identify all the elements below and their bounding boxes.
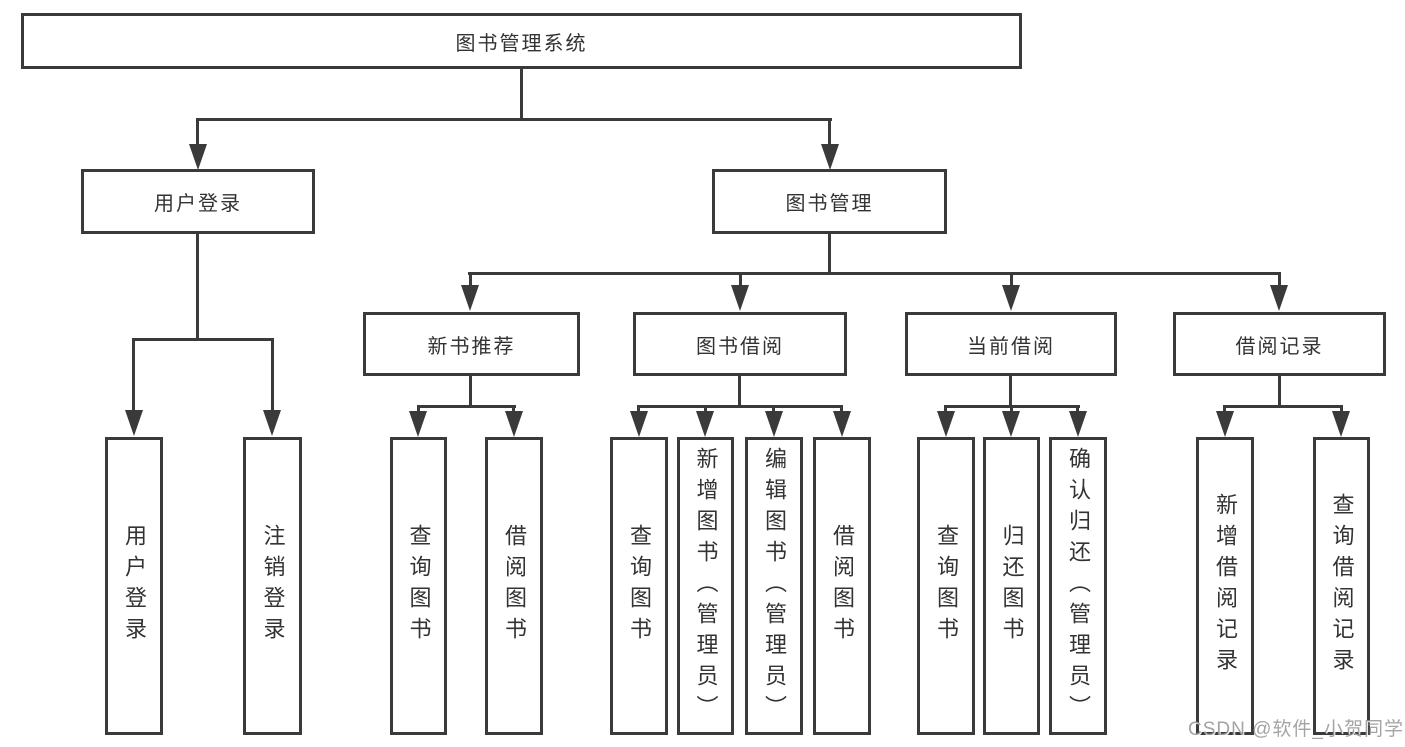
- connector-drop: [738, 376, 741, 405]
- arrow-down-icon: [696, 411, 714, 437]
- arrow-down-icon: [821, 144, 839, 170]
- node-current-borrowing-label: 当前借阅: [967, 335, 1055, 358]
- connector-leaf-stem: [840, 405, 843, 414]
- leaf-logout-label: 注销登录: [260, 524, 286, 648]
- arrow-down-icon: [189, 144, 207, 170]
- leaf-add-borrow-record: 新增借阅记录: [1196, 437, 1254, 735]
- connector-leaf-stem: [772, 405, 775, 414]
- arrow-down-icon: [833, 411, 851, 437]
- arrow-down-icon: [1002, 285, 1020, 311]
- leaf-borrow-books-recommend: 借阅图书: [485, 437, 543, 735]
- node-user-login: 用户登录: [81, 169, 315, 234]
- leaf-logout: 注销登录: [243, 437, 302, 735]
- arrow-down-icon: [1002, 411, 1020, 437]
- arrow-down-icon: [409, 411, 427, 437]
- arrow-down-icon: [263, 410, 281, 436]
- arrow-down-icon: [731, 285, 749, 311]
- connector-user-login-rail: [132, 338, 274, 341]
- connector-leaf-stem: [1223, 405, 1226, 414]
- connector-level3-stem: [739, 272, 742, 286]
- leaf-label: 确认归还（管理员）: [1066, 446, 1091, 726]
- connector-leaf-stem: [271, 338, 274, 414]
- connector-leaf-stem: [637, 405, 640, 414]
- connector-user-login-drop: [196, 234, 199, 338]
- leaf-label: 查询图书: [627, 524, 652, 648]
- node-new-book-recommend: 新书推荐: [363, 312, 580, 376]
- leaf-user-login: 用户登录: [105, 437, 163, 735]
- csdn-watermark: CSDN @软件_小贺同学: [1188, 719, 1404, 740]
- leaf-return-books: 归还图书: [983, 437, 1040, 735]
- connector-rail: [637, 405, 843, 408]
- connector-rail: [417, 405, 516, 408]
- connector-drop: [1009, 376, 1012, 405]
- node-current-borrowing: 当前借阅: [905, 312, 1117, 376]
- leaf-label: 新增图书（管理员）: [693, 446, 719, 726]
- node-book-borrowing-label: 图书借阅: [696, 335, 784, 358]
- node-borrowing-records: 借阅记录: [1173, 312, 1386, 376]
- connector-leaf-stem: [417, 405, 420, 414]
- connector-root-stem: [520, 67, 523, 120]
- connector-leaf-stem: [512, 405, 515, 414]
- node-borrowing-records-label: 借阅记录: [1235, 335, 1324, 358]
- leaf-borrow-books: 借阅图书: [813, 437, 871, 735]
- connector-drop: [1278, 376, 1281, 405]
- arrow-down-icon: [1270, 285, 1288, 311]
- connector-leaf-stem: [704, 405, 707, 414]
- connector-leaf-stem: [132, 338, 135, 414]
- leaf-label: 查询借阅记录: [1329, 493, 1355, 679]
- leaf-label: 借阅图书: [502, 524, 527, 648]
- leaf-label: 归还图书: [999, 524, 1025, 648]
- leaf-add-books-admin: 新增图书（管理员）: [677, 437, 734, 735]
- leaf-query-books-borrowing: 查询图书: [610, 437, 668, 735]
- leaf-query-borrow-record: 查询借阅记录: [1313, 437, 1370, 735]
- node-book-management-label: 图书管理: [785, 193, 874, 215]
- arrow-down-icon: [765, 411, 783, 437]
- connector-leaf-stem: [1340, 405, 1343, 414]
- connector-leaf-stem: [944, 405, 947, 414]
- connector-book-mgmt-drop: [828, 234, 831, 274]
- leaf-user-login-label: 用户登录: [122, 524, 147, 648]
- node-root-label: 图书管理系统: [455, 32, 588, 55]
- node-user-login-label: 用户登录: [154, 193, 242, 215]
- connector-user-login-stem: [196, 118, 199, 148]
- node-book-borrowing: 图书借阅: [633, 312, 847, 376]
- connector-level3-rail: [468, 272, 1280, 275]
- leaf-query-books-current: 查询图书: [917, 437, 975, 735]
- arrow-down-icon: [461, 285, 479, 311]
- connector-rail: [1223, 405, 1343, 408]
- arrow-down-icon: [125, 410, 143, 436]
- node-book-management: 图书管理: [712, 169, 947, 234]
- leaf-confirm-return-admin: 确认归还（管理员）: [1049, 437, 1107, 735]
- leaf-edit-books-admin: 编辑图书（管理员）: [745, 437, 803, 735]
- leaf-label: 查询图书: [406, 524, 432, 648]
- connector-book-mgmt-stem: [828, 118, 831, 148]
- arrow-down-icon: [1216, 411, 1234, 437]
- connector-level3-stem: [469, 272, 472, 286]
- leaf-label: 编辑图书（管理员）: [762, 446, 787, 726]
- arrow-down-icon: [1332, 411, 1350, 437]
- connector-drop: [469, 376, 472, 405]
- node-root: 图书管理系统: [21, 13, 1022, 69]
- arrow-down-icon: [1069, 411, 1087, 437]
- leaf-label: 新增借阅记录: [1213, 493, 1238, 679]
- connector-level2-rail: [196, 118, 832, 121]
- connector-leaf-stem: [1076, 405, 1079, 414]
- leaf-query-books-recommend: 查询图书: [390, 437, 447, 735]
- arrow-down-icon: [937, 411, 955, 437]
- node-new-book-recommend-label: 新书推荐: [427, 335, 516, 358]
- leaf-label: 借阅图书: [830, 524, 855, 648]
- connector-leaf-stem: [1010, 405, 1013, 414]
- arrow-down-icon: [505, 411, 523, 437]
- connector-level3-stem: [1278, 272, 1281, 286]
- arrow-down-icon: [630, 411, 648, 437]
- connector-level3-stem: [1010, 272, 1013, 286]
- leaf-label: 查询图书: [934, 524, 959, 648]
